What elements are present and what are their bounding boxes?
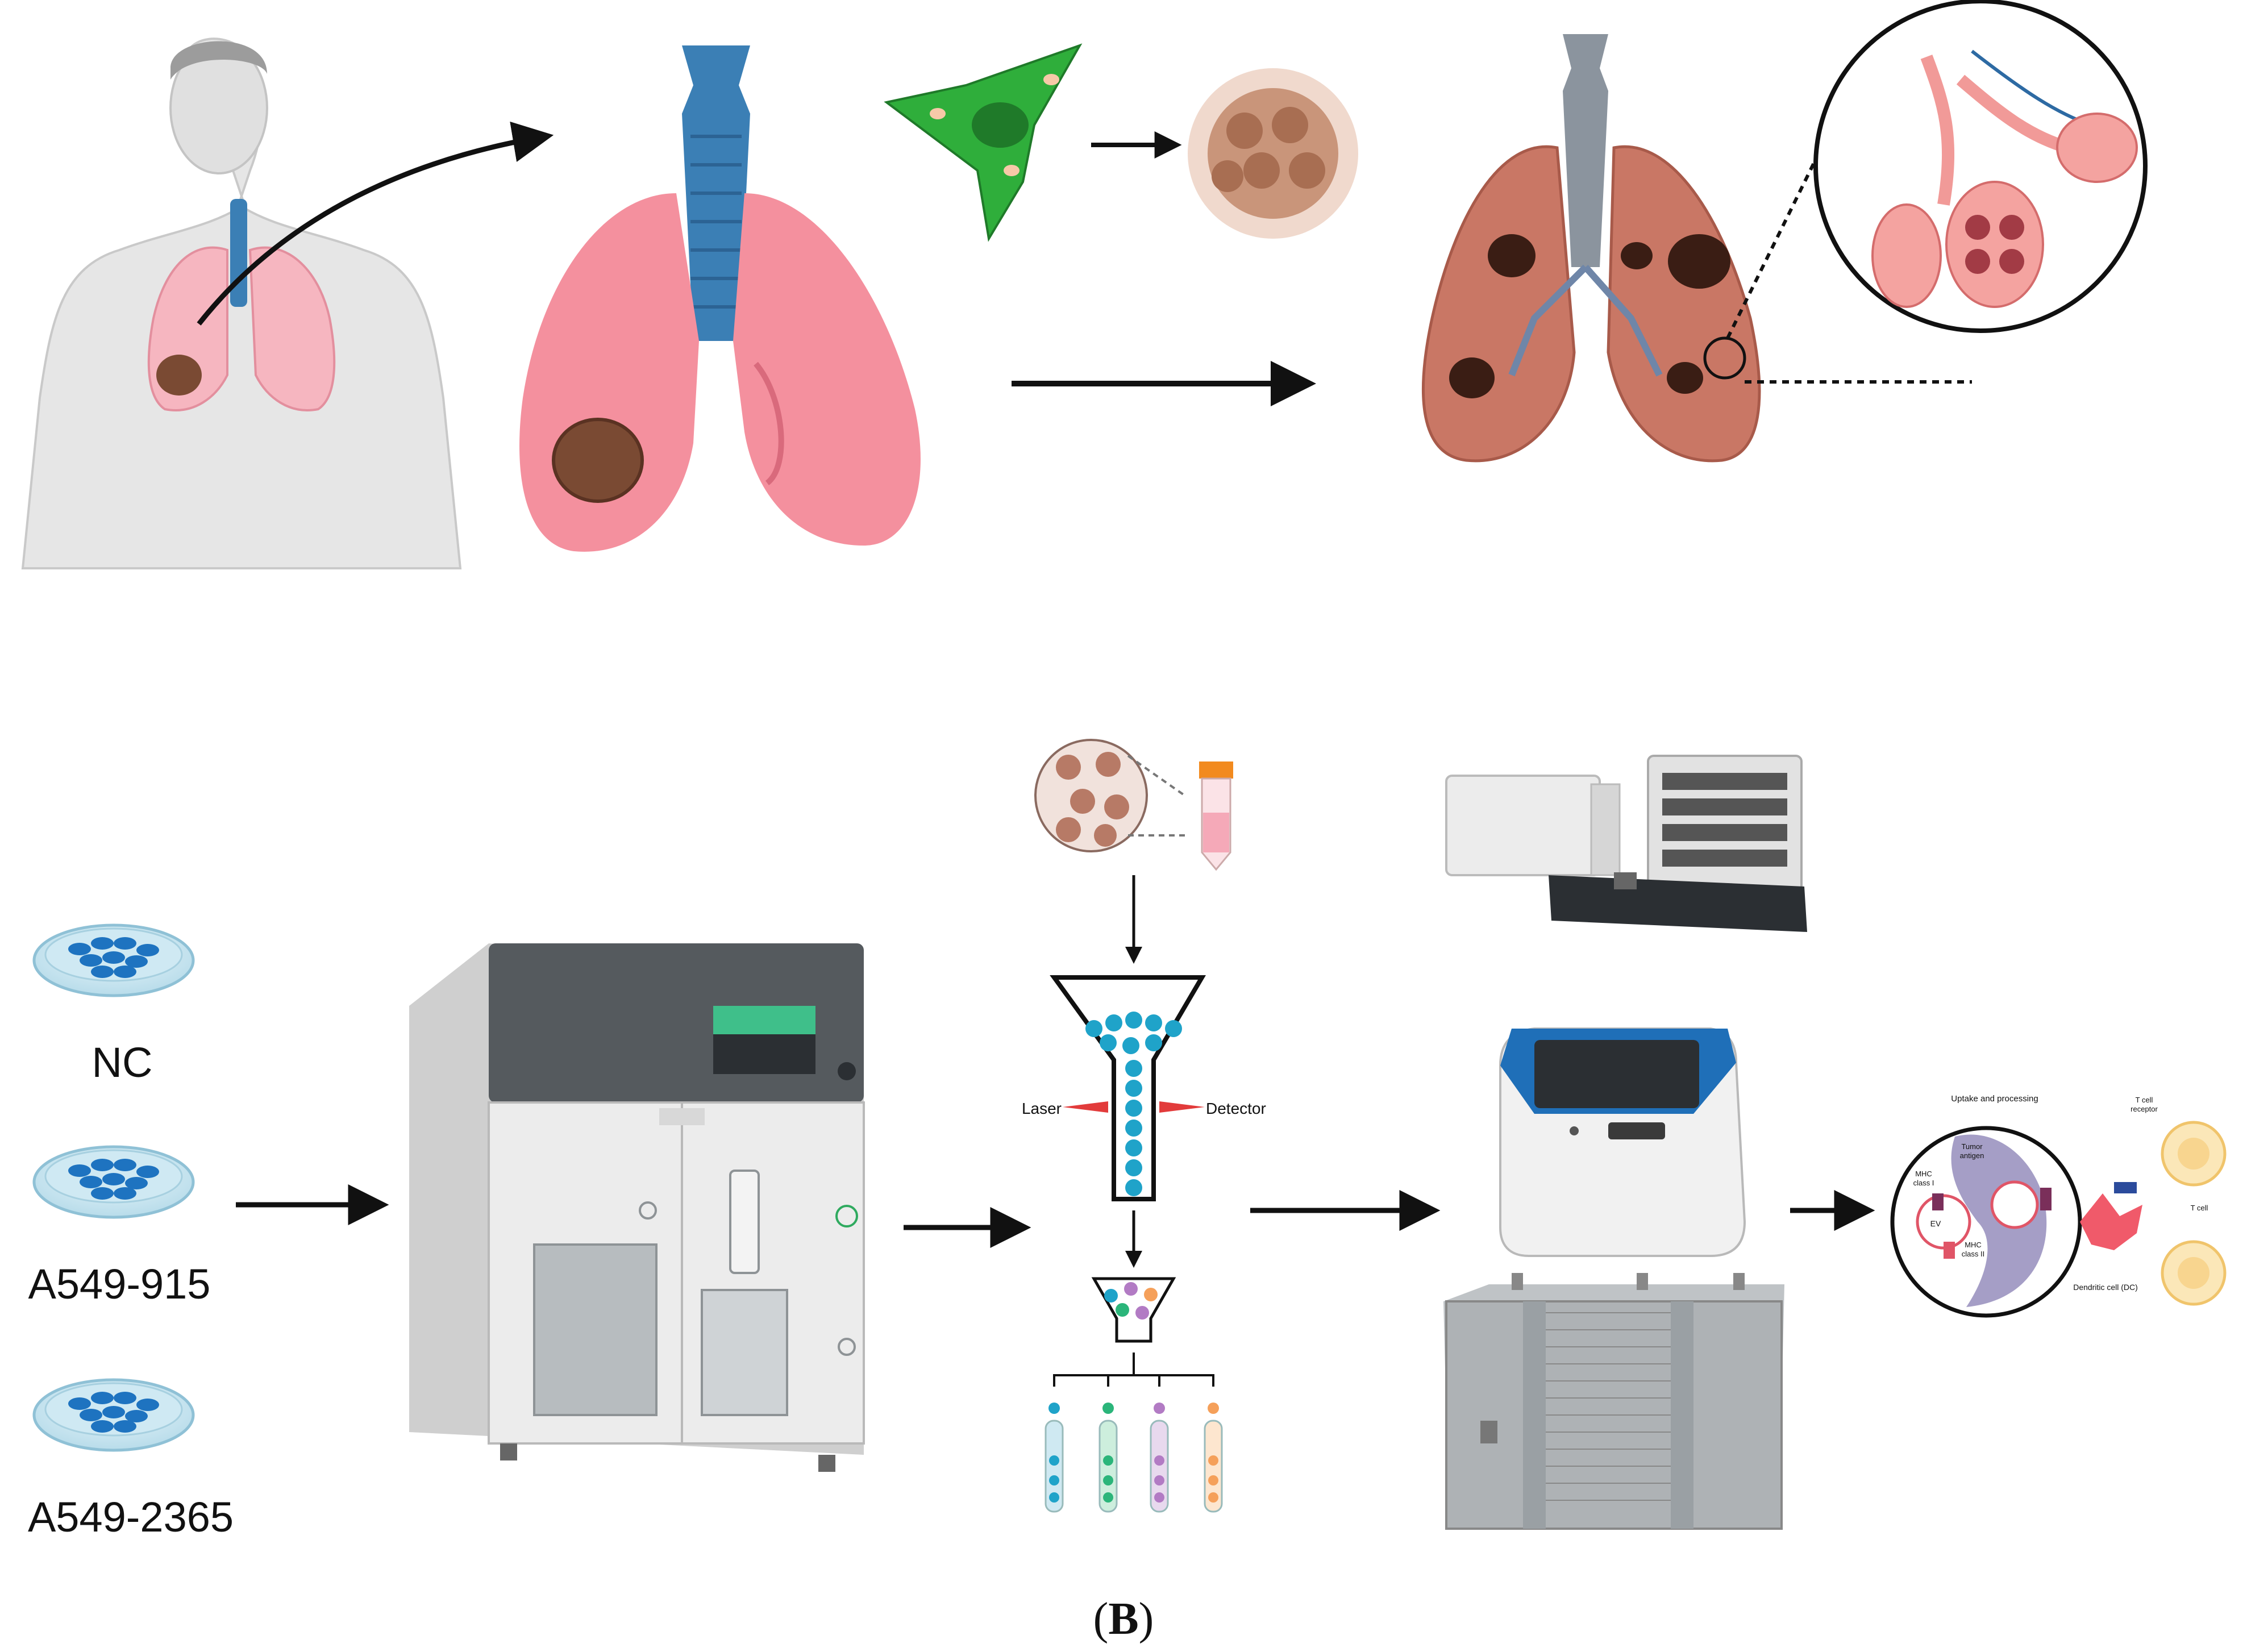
tumor-antigen-label-1: Tumor xyxy=(1961,1142,1983,1151)
tcr-label-2: receptor xyxy=(2131,1105,2158,1113)
panel-a xyxy=(21,0,2148,569)
label-a549-915: A549-915 xyxy=(28,1260,211,1308)
large-lungs-with-tumor xyxy=(519,45,921,552)
sample-tube xyxy=(1199,761,1233,871)
body-lungs xyxy=(147,199,336,411)
panel-b: NC A549-915 A549-2365 xyxy=(28,739,2227,1644)
sample-cells-magnified xyxy=(1034,739,1186,852)
ev-label: EV xyxy=(1930,1219,1941,1228)
flow-cytometry-funnel xyxy=(1050,975,1206,1201)
nta-device xyxy=(1499,1027,1746,1257)
fibroblast-cell xyxy=(884,43,1083,242)
sorting-funnel xyxy=(1053,1277,1214,1387)
zoom-indicator-circle xyxy=(1703,336,1746,380)
cell-sorter-instrument xyxy=(409,943,865,1472)
immune-interaction-diagram xyxy=(1890,1121,2227,1318)
arrow-body-to-lungs xyxy=(197,121,554,326)
detector-label: Detector xyxy=(1206,1100,1266,1117)
petri-dish-a549-2365 xyxy=(32,1378,195,1452)
label-nc: NC xyxy=(92,1039,153,1086)
alveoli-zoom xyxy=(1813,0,2148,333)
mhc2-label-2: class II xyxy=(1962,1250,1984,1258)
ultracentrifuge-unit xyxy=(1443,1273,1784,1530)
panel-b-caption: (B) xyxy=(1093,1594,1154,1644)
tcell-label: T cell xyxy=(2191,1204,2208,1212)
tcr-label-1: T cell xyxy=(2136,1096,2153,1104)
collection-tubes xyxy=(1045,1403,1223,1513)
label-a549-2365: A549-2365 xyxy=(28,1493,234,1541)
mhc1-label-2: class I xyxy=(1913,1179,1934,1187)
tumor-cell-cluster xyxy=(1188,68,1358,239)
petri-dish-nc xyxy=(32,923,195,997)
uptake-label: Uptake and processing xyxy=(1951,1094,2038,1104)
human-body-illustration xyxy=(21,38,462,569)
laser-label: Laser xyxy=(1022,1100,1062,1117)
automated-analyzer xyxy=(1445,755,1807,932)
dc-label: Dendritic cell (DC) xyxy=(2073,1283,2138,1292)
petri-dish-a549-915 xyxy=(32,1145,195,1219)
metastatic-lungs xyxy=(1421,34,1761,463)
tumor-antigen-label-2: antigen xyxy=(1960,1151,1984,1160)
mhc2-label-1: MHC xyxy=(1965,1241,1982,1249)
mhc1-label-1: MHC xyxy=(1915,1170,1932,1178)
